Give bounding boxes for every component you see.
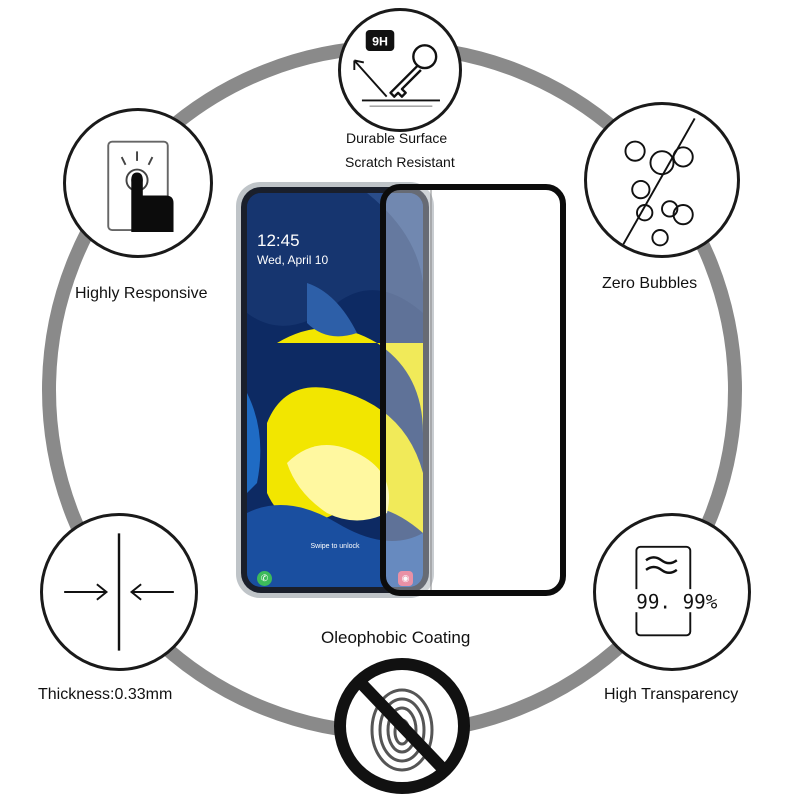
touch-finger-icon — [107, 140, 174, 232]
phone-call-icon[interactable]: ✆ — [257, 571, 272, 586]
durable-label-1: Durable Surface — [346, 130, 448, 146]
transparency-badge: 99. 99% — [593, 513, 751, 671]
durable-label-2: Scratch Resistant — [345, 154, 455, 170]
lock-clock: 12:45 — [257, 231, 300, 250]
responsive-label: Highly Responsive — [75, 285, 208, 302]
scratch-key-icon: 9H — [353, 30, 440, 107]
lock-date: Wed, April 10 — [257, 253, 329, 267]
responsive-badge — [63, 108, 213, 258]
thin-arrows-icon — [64, 533, 174, 651]
swipe-hint[interactable]: Swipe to unlock — [310, 543, 360, 550]
no-bubbles-icon — [620, 117, 696, 248]
screen-protector — [380, 184, 566, 596]
oleophobic-badge — [330, 654, 474, 798]
bubbles-badge — [584, 102, 740, 258]
bubbles-label: Zero Bubbles — [602, 275, 698, 292]
transparency-label: High Transparency — [604, 686, 739, 703]
thickness-label: Thickness:0.33mm — [38, 686, 173, 703]
transparency-glass-icon: 99. 99% — [632, 545, 722, 637]
oleophobic-label: Oleophobic Coating — [321, 628, 471, 647]
hardness-badge-text: 9H — [372, 34, 388, 48]
camera-shortcut-icon[interactable]: ◉ — [398, 571, 413, 586]
durable-badge: 9H — [338, 8, 462, 132]
thickness-badge — [40, 513, 198, 671]
transparency-value-text: 99. 99% — [636, 590, 717, 613]
no-fingerprint-icon — [334, 658, 470, 794]
